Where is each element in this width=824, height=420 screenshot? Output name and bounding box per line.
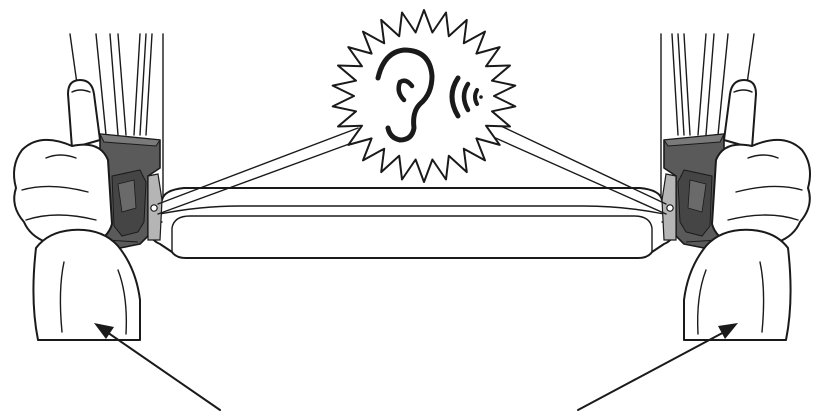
ear-icon — [375, 47, 435, 143]
arrow-icon-right — [577, 323, 738, 411]
callout-leaders — [157, 117, 667, 215]
right-latch — [661, 133, 725, 249]
click-sound-starburst — [331, 9, 517, 183]
lower-panel — [147, 187, 677, 259]
left-hand — [13, 79, 141, 341]
right-hand — [683, 79, 811, 341]
sound-waves-icon — [449, 75, 483, 119]
arrow-icon — [94, 323, 221, 411]
left-latch — [99, 133, 163, 249]
